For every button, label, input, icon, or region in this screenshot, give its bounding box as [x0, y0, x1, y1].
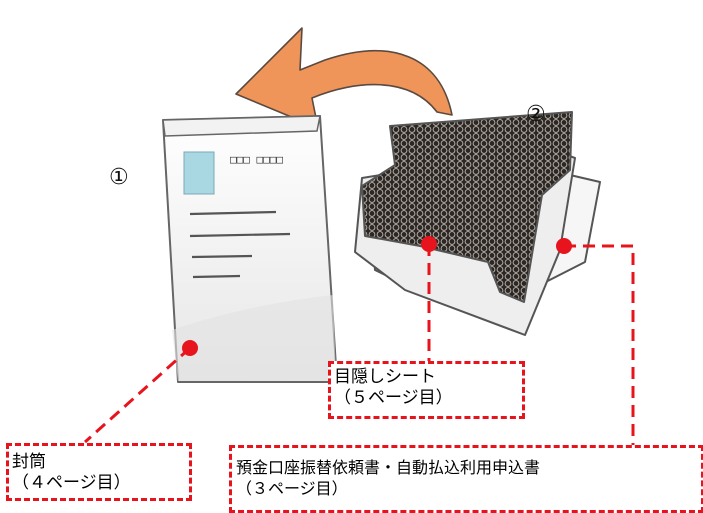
mask-sheet-marker	[421, 236, 437, 252]
stamp-box	[183, 151, 215, 195]
curved-arrow	[235, 27, 453, 129]
callout-envelope-page: （４ページ目）	[12, 473, 131, 493]
postal-code-boxes: □□□ □□□□	[230, 153, 283, 166]
form-marker	[556, 238, 572, 254]
callout-application-form: 預金口座振替依頼書・自動払込利用申込書 （３ページ目）	[229, 445, 703, 513]
callout-mask-sheet: 目隠しシート （５ページ目）	[328, 361, 525, 419]
callout-application-form-page: （３ページ目）	[236, 479, 348, 498]
callout-mask-sheet-page: （５ページ目）	[334, 388, 453, 408]
step-number-1: ①	[109, 165, 129, 190]
callout-envelope: 封筒 （４ページ目）	[6, 443, 192, 501]
leader-lines	[83, 244, 635, 446]
step-number-2: ②	[526, 102, 546, 127]
envelope-marker	[182, 340, 198, 356]
envelope-illustration	[162, 115, 338, 383]
sheet-stack-illustration	[354, 111, 601, 336]
callout-mask-sheet-title: 目隠しシート	[334, 367, 436, 387]
callout-application-form-title: 預金口座振替依頼書・自動払込利用申込書	[236, 458, 541, 477]
callout-envelope-title: 封筒	[12, 452, 46, 472]
